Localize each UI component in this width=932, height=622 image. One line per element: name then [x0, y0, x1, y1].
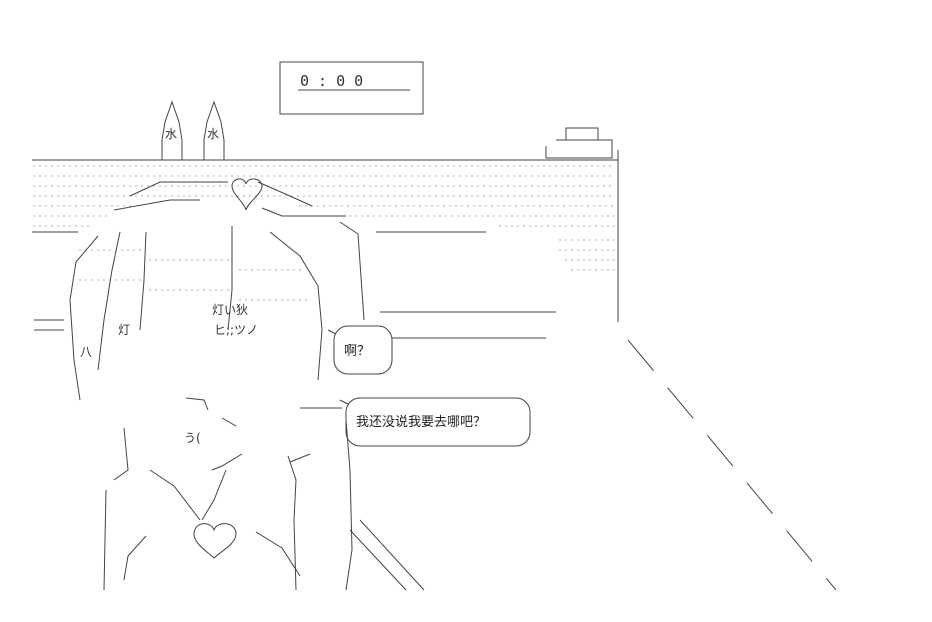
bottle-left: 水 [161, 100, 183, 161]
speech-bubble-large-frame [345, 397, 531, 447]
timer-display: 0 : 0 0 [300, 72, 363, 90]
mouth: う( [184, 431, 201, 445]
eye-left: 灯 [118, 323, 130, 337]
counter-object [545, 127, 613, 159]
eye-right-lower: ヒ;;ツノ [214, 323, 258, 337]
speech-bubble-large-text: 我还没说我要去哪吧？ [356, 415, 486, 430]
counter [32, 150, 619, 339]
timer-frame [279, 61, 424, 115]
perspective-lines [349, 339, 837, 591]
timer-box: 0 : 0 0 [279, 61, 424, 115]
speech-bubble-small-frame [333, 325, 393, 375]
bottle-left-label: 水 [165, 127, 177, 141]
bottle-right-label: 水 [207, 127, 219, 141]
speech-bubble-small: 啊？ [327, 325, 393, 375]
chest-bow [193, 523, 237, 559]
left-hair-mark: 八 [80, 345, 92, 359]
bottle-right: 水 [203, 100, 225, 161]
eye-right: 灯い狄 [212, 303, 248, 317]
hair-bow [231, 178, 263, 211]
character: 灯 灯い狄 ヒ;;ツノ う( 八 [69, 178, 365, 591]
speech-bubble-small-text: 啊？ [344, 344, 370, 359]
counter-dot-pattern [33, 165, 615, 301]
speech-bubble-large: 我还没说我要去哪吧？ [339, 397, 531, 447]
